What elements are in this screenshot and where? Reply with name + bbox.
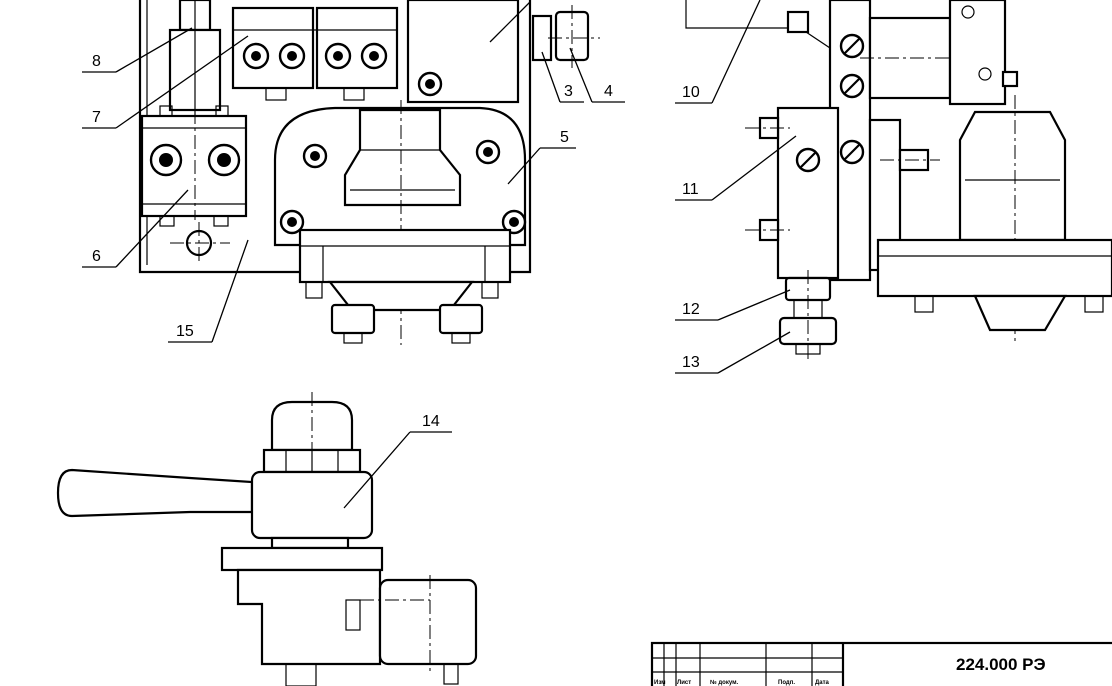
valve-outlet [378, 578, 478, 666]
view-main-assembly [138, 0, 600, 345]
side-flange [876, 238, 1112, 298]
callout-5: 5 [560, 129, 569, 146]
terminal-screws [242, 42, 388, 70]
title-block-col-sign: Подп. [778, 680, 795, 686]
title-block-col-date: Дата [815, 680, 830, 686]
part-5-neck [343, 108, 462, 207]
valve-base-plate [220, 546, 384, 572]
callout-10: 10 [682, 84, 700, 101]
callout-13: 13 [682, 354, 700, 371]
view-side [685, 0, 1112, 362]
callout-11: 11 [682, 181, 699, 198]
callout-12: 12 [682, 301, 700, 318]
callout-4: 4 [604, 83, 613, 100]
callout-3: 3 [564, 83, 573, 100]
part-14-handle [56, 468, 254, 518]
callout-14: 14 [422, 413, 440, 430]
side-neck [958, 110, 1067, 242]
document-code: 224.000 РЭ [956, 655, 1046, 674]
part-11-block [776, 106, 840, 280]
title-block-col-izm: Изм [654, 680, 666, 686]
strip-screws [839, 33, 865, 165]
callout-7: 7 [92, 109, 101, 126]
part-14-valve-body [250, 470, 374, 540]
callout-numbers: 8 7 6 15 3 4 5 10 11 12 13 14 [92, 53, 700, 430]
callout-6: 6 [92, 248, 101, 265]
part-5-flange [298, 228, 512, 284]
callout-leaders [82, 0, 797, 509]
view-handle-valve [56, 392, 478, 686]
title-block-col-list: Лист [677, 680, 691, 686]
title-block: Изм Лист № докум. Подп. Дата 224.000 РЭ [650, 641, 1112, 686]
callout-8: 8 [92, 53, 101, 70]
valve-lower-body [236, 568, 382, 666]
callout-15: 15 [176, 323, 194, 340]
title-block-col-docnum: № докум. [710, 679, 739, 686]
